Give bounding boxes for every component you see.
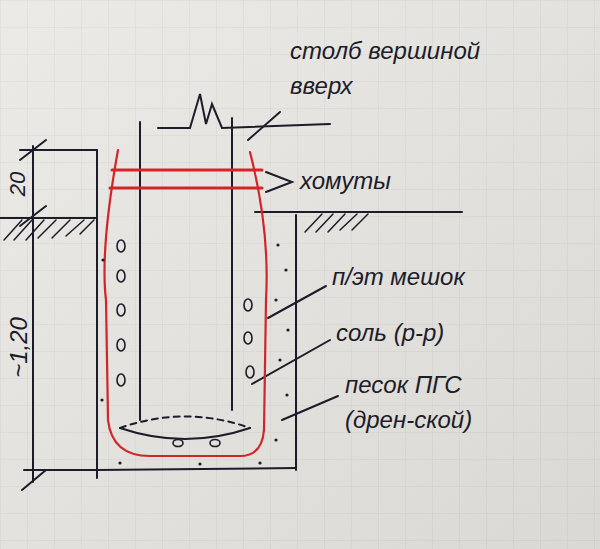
pit-wall [295, 215, 297, 470]
callout-text: п/эт мешок [332, 260, 465, 295]
dimension-label: ~1,20 [2, 317, 37, 378]
ground-hatch [4, 220, 94, 240]
dimension-line [32, 146, 34, 482]
break-line [158, 94, 330, 128]
bag-outline [105, 150, 267, 456]
leader-line [266, 172, 292, 192]
leader-line [282, 396, 338, 420]
plate-bottom [120, 428, 250, 439]
ground-hatch [305, 214, 368, 232]
sand [100, 243, 289, 465]
clamp [112, 169, 262, 172]
salt [117, 240, 254, 447]
leader-line [252, 340, 330, 384]
bag [105, 150, 267, 456]
extension-lines [20, 150, 97, 470]
callout-text: соль (р-р) [336, 316, 444, 351]
callout-text: хомуты [300, 164, 391, 199]
post-edge [139, 122, 141, 420]
post-edge [231, 118, 233, 410]
plate-top [120, 417, 250, 429]
callout-text: песок ПГС (дрен-ской) [345, 368, 520, 438]
leader-line [268, 286, 326, 318]
dimension-label: 20 [2, 172, 34, 196]
leader-line [248, 112, 280, 140]
pit-wall [96, 150, 98, 478]
callout-text: столб вершиной вверх [290, 34, 505, 104]
pit-bottom [97, 468, 296, 470]
clamp [110, 187, 262, 190]
